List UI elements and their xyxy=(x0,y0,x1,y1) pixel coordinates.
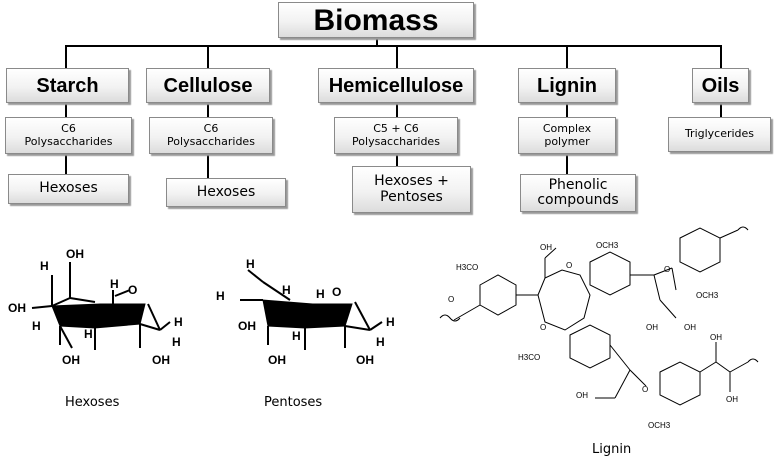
node-label: Hemicellulose xyxy=(328,74,464,97)
connector-starch xyxy=(65,45,67,68)
pentose-oh-label-3: OH xyxy=(356,353,374,367)
hexose-h-label-7: H xyxy=(172,335,181,349)
node-product-label: Hexoses + Pentoses xyxy=(374,173,449,205)
node-starch: Starch xyxy=(6,68,129,103)
pentoses-caption: Pentoses xyxy=(264,395,323,410)
connector-starch-product xyxy=(65,154,67,174)
node-lignin-type: Complex polymer xyxy=(518,117,616,154)
pentose-oh-label-2: OH xyxy=(268,353,286,367)
lignin-o-label-1: O xyxy=(448,295,454,304)
hexose-oh-label-1: OH xyxy=(66,247,84,261)
pentose-o-label: O xyxy=(332,285,341,299)
node-oils: Oils xyxy=(692,68,749,103)
node-label: Starch xyxy=(36,74,99,97)
node-biomass: Biomass xyxy=(278,2,474,38)
node-biomass-label: Biomass xyxy=(313,3,439,37)
pentose-h-label-7: H xyxy=(386,315,395,329)
pentose-h-label-3: H xyxy=(216,289,225,303)
node-hemicellulose-type: C5 + C6 Polysaccharides xyxy=(334,117,458,154)
connector-cellulose xyxy=(207,45,209,68)
hexose-oh-label-3: OH xyxy=(62,353,80,367)
lignin-structure: H3CO O OH O O OCH3 H3CO OH OH O OCH3 OH … xyxy=(439,226,759,430)
node-hemicellulose-product: Hexoses + Pentoses xyxy=(352,166,471,213)
lignin-h3co-label-2: H3CO xyxy=(518,353,540,362)
node-type-label: C6 Polysaccharides xyxy=(167,122,255,148)
lignin-oh-label-6: OH xyxy=(726,395,738,404)
lignin-oh-label-1: OH xyxy=(540,243,552,252)
connector-horizontal xyxy=(65,45,720,47)
connector-hemicellulose-product xyxy=(396,154,398,166)
node-hemicellulose: Hemicellulose xyxy=(318,68,474,103)
pentose-h-label-5: H xyxy=(292,329,301,343)
pentose-h-label-8: H xyxy=(376,335,385,349)
connector-oils xyxy=(720,45,722,68)
lignin-oh-label-4: OH xyxy=(576,391,588,400)
node-starch-type: C6 Polysaccharides xyxy=(5,117,132,154)
node-type-label: C6 Polysaccharides xyxy=(24,122,113,148)
connector-starch-type xyxy=(65,103,67,117)
hexose-h-label-2: H xyxy=(32,319,41,333)
pentose-structure: H H H OH H O H OH H OH H H xyxy=(216,257,395,367)
pentose-h-label-1: H xyxy=(246,257,255,271)
node-starch-product: Hexoses xyxy=(8,174,129,204)
lignin-caption: Lignin xyxy=(592,442,632,457)
node-type-label: C5 + C6 Polysaccharides xyxy=(352,122,440,148)
hexose-h-label-5: H xyxy=(130,307,139,321)
pentose-h-label-4: H xyxy=(316,287,325,301)
node-lignin: Lignin xyxy=(518,68,616,103)
connector-cellulose-type xyxy=(207,103,209,117)
connector-hemicellulose xyxy=(396,45,398,68)
node-label: Cellulose xyxy=(163,74,253,97)
lignin-h3co-label-1: H3CO xyxy=(456,263,478,272)
lignin-o-label-5: O xyxy=(642,385,648,394)
connector-lignin-product xyxy=(566,154,568,174)
connector-cellulose-product xyxy=(207,154,209,178)
hexose-h-label-1: H xyxy=(40,259,49,273)
node-lignin-product: Phenolic compounds xyxy=(520,174,636,212)
hexose-structure: H OH OH H H O H OH H OH H H xyxy=(8,247,183,367)
lignin-och3-label-2: OCH3 xyxy=(696,291,719,300)
connector-oils-type xyxy=(720,103,722,117)
node-product-label: Hexoses xyxy=(39,180,98,197)
node-product-label: Phenolic compounds xyxy=(537,176,619,208)
pentose-h-label-2: H xyxy=(282,283,291,297)
lignin-oh-label-5: OH xyxy=(710,333,722,342)
node-label: Lignin xyxy=(537,74,597,97)
node-type-label: Complex polymer xyxy=(542,122,592,148)
lignin-o-label-4: O xyxy=(664,265,670,274)
node-cellulose-type: C6 Polysaccharides xyxy=(149,117,273,154)
hexose-h-label-6: H xyxy=(174,315,183,329)
hexose-oh-label-2: OH xyxy=(8,301,26,315)
lignin-oh-label-2: OH xyxy=(646,323,658,332)
hexose-h-label-4: H xyxy=(84,327,93,341)
node-type-label: Triglycerides xyxy=(684,127,755,141)
node-oils-type: Triglycerides xyxy=(668,117,771,152)
lignin-oh-label-3: OH xyxy=(684,323,696,332)
lignin-o-label-2: O xyxy=(566,261,572,270)
hexose-h-label-3: H xyxy=(110,277,119,291)
connector-lignin xyxy=(566,45,568,68)
lignin-och3-label-1: OCH3 xyxy=(596,241,619,250)
connector-lignin-type xyxy=(566,103,568,117)
node-cellulose: Cellulose xyxy=(146,68,270,103)
connector-root-down xyxy=(376,38,378,46)
lignin-o-label-3: O xyxy=(540,323,546,332)
pentose-h-label-6: H xyxy=(336,307,345,321)
hexose-o-label: O xyxy=(128,283,137,297)
lignin-och3-label-3: OCH3 xyxy=(648,421,671,430)
hexoses-caption: Hexoses xyxy=(65,395,120,410)
hexose-oh-label-4: OH xyxy=(152,353,170,367)
connector-hemicellulose-type xyxy=(396,103,398,117)
node-label: Oils xyxy=(701,74,740,97)
node-cellulose-product: Hexoses xyxy=(166,178,286,207)
node-product-label: Hexoses xyxy=(196,183,256,200)
pentose-oh-label-1: OH xyxy=(238,319,256,333)
